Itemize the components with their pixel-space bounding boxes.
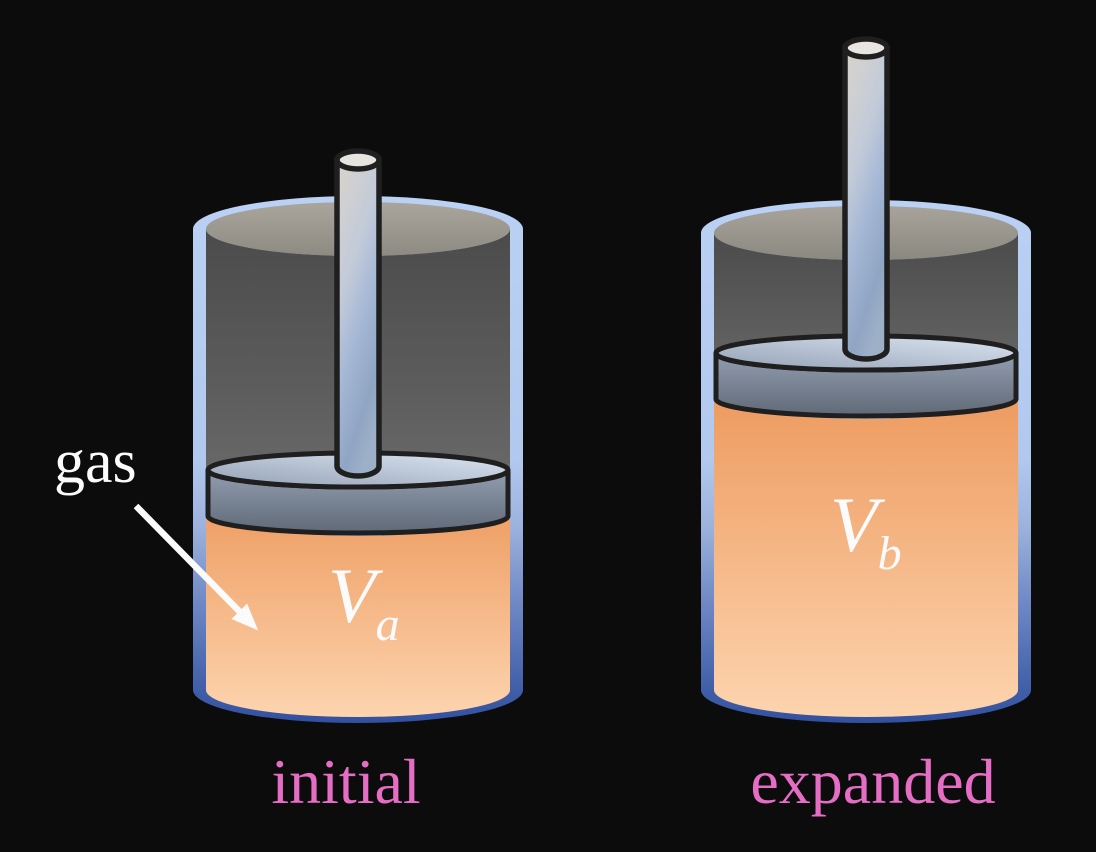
gas-pointer-arrow bbox=[133, 503, 259, 631]
volume-label-initial: Va bbox=[328, 552, 400, 651]
volume-base: V bbox=[830, 481, 886, 568]
volume-label-expanded: Vb bbox=[830, 481, 902, 580]
cylinder-initial bbox=[193, 148, 523, 723]
gas-label: gas bbox=[54, 428, 137, 496]
piston-rod-cap bbox=[334, 148, 382, 172]
piston-rod-cap bbox=[842, 36, 890, 60]
gas-volume bbox=[206, 512, 510, 717]
volume-subscript: b bbox=[878, 527, 902, 580]
piston-rod bbox=[334, 157, 382, 479]
volume-base: V bbox=[328, 552, 384, 639]
volume-subscript: a bbox=[376, 598, 400, 651]
state-label-initial: initial bbox=[271, 746, 420, 817]
piston-rod bbox=[842, 45, 890, 362]
cylinder-expanded bbox=[701, 36, 1031, 723]
state-label-expanded: expanded bbox=[750, 746, 995, 817]
gas-volume bbox=[714, 395, 1018, 717]
